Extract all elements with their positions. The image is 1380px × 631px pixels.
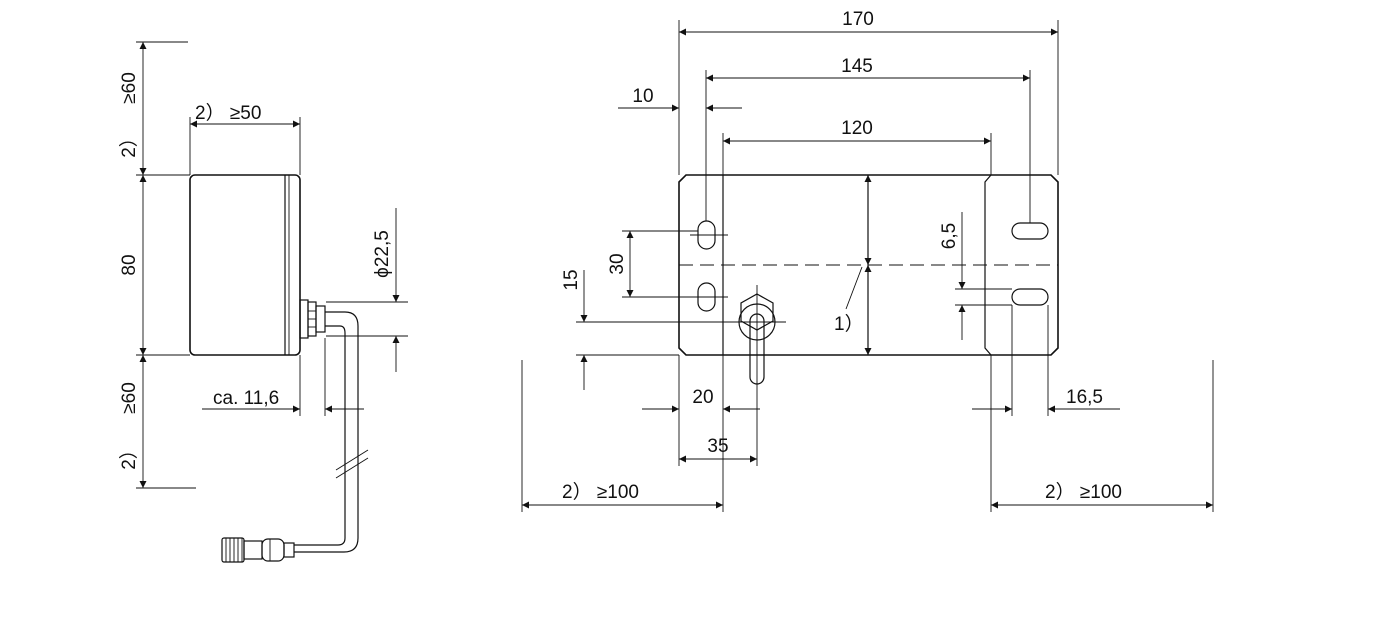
dim-clear-side: 2） ≥50 [195, 102, 261, 124]
dim-clear-right: 2） ≥100 [1045, 481, 1122, 503]
note-clear-top: 2） [118, 128, 140, 158]
dim-slot-height: 6,5 [939, 223, 960, 249]
dim-cable-x1: 20 [692, 387, 713, 408]
dim-hole-spacing: 145 [841, 56, 873, 77]
dim-slot-pitch: 30 [607, 253, 628, 274]
dim-overall-width: 170 [842, 9, 874, 30]
dim-clear-top: ≥60 [119, 72, 140, 104]
note-clear-bottom: 2） [118, 440, 140, 470]
dim-cable-height: 15 [561, 269, 582, 290]
slot-right-lower [1011, 288, 1049, 306]
slot-right-upper [1011, 222, 1049, 240]
dim-cable-x2: 35 [707, 436, 728, 457]
side-view: ≥60 2） 80 ≥60 2） 2） ≥50 [118, 41, 408, 563]
connector [221, 537, 295, 563]
dim-slot-right-offset: 16,5 [1066, 387, 1103, 408]
cable [294, 311, 369, 553]
dim-cable-diameter: ϕ22,5 [372, 230, 393, 278]
dim-clear-left: 2） ≥100 [562, 481, 639, 503]
reference-note: 1） [834, 313, 864, 335]
dim-clear-bottom: ≥60 [119, 382, 140, 414]
front-view: 170 145 10 120 30 15 1） [521, 9, 1214, 512]
dim-hole-edge-offset: 10 [632, 86, 653, 107]
side-housing [189, 174, 301, 356]
dim-cable-offset: ca. 11,6 [213, 388, 279, 409]
dim-height: 80 [119, 254, 140, 275]
front-cable-gland [730, 285, 786, 466]
cable-gland [299, 299, 326, 339]
dim-inner-width: 120 [841, 118, 873, 139]
front-housing [678, 174, 1059, 356]
